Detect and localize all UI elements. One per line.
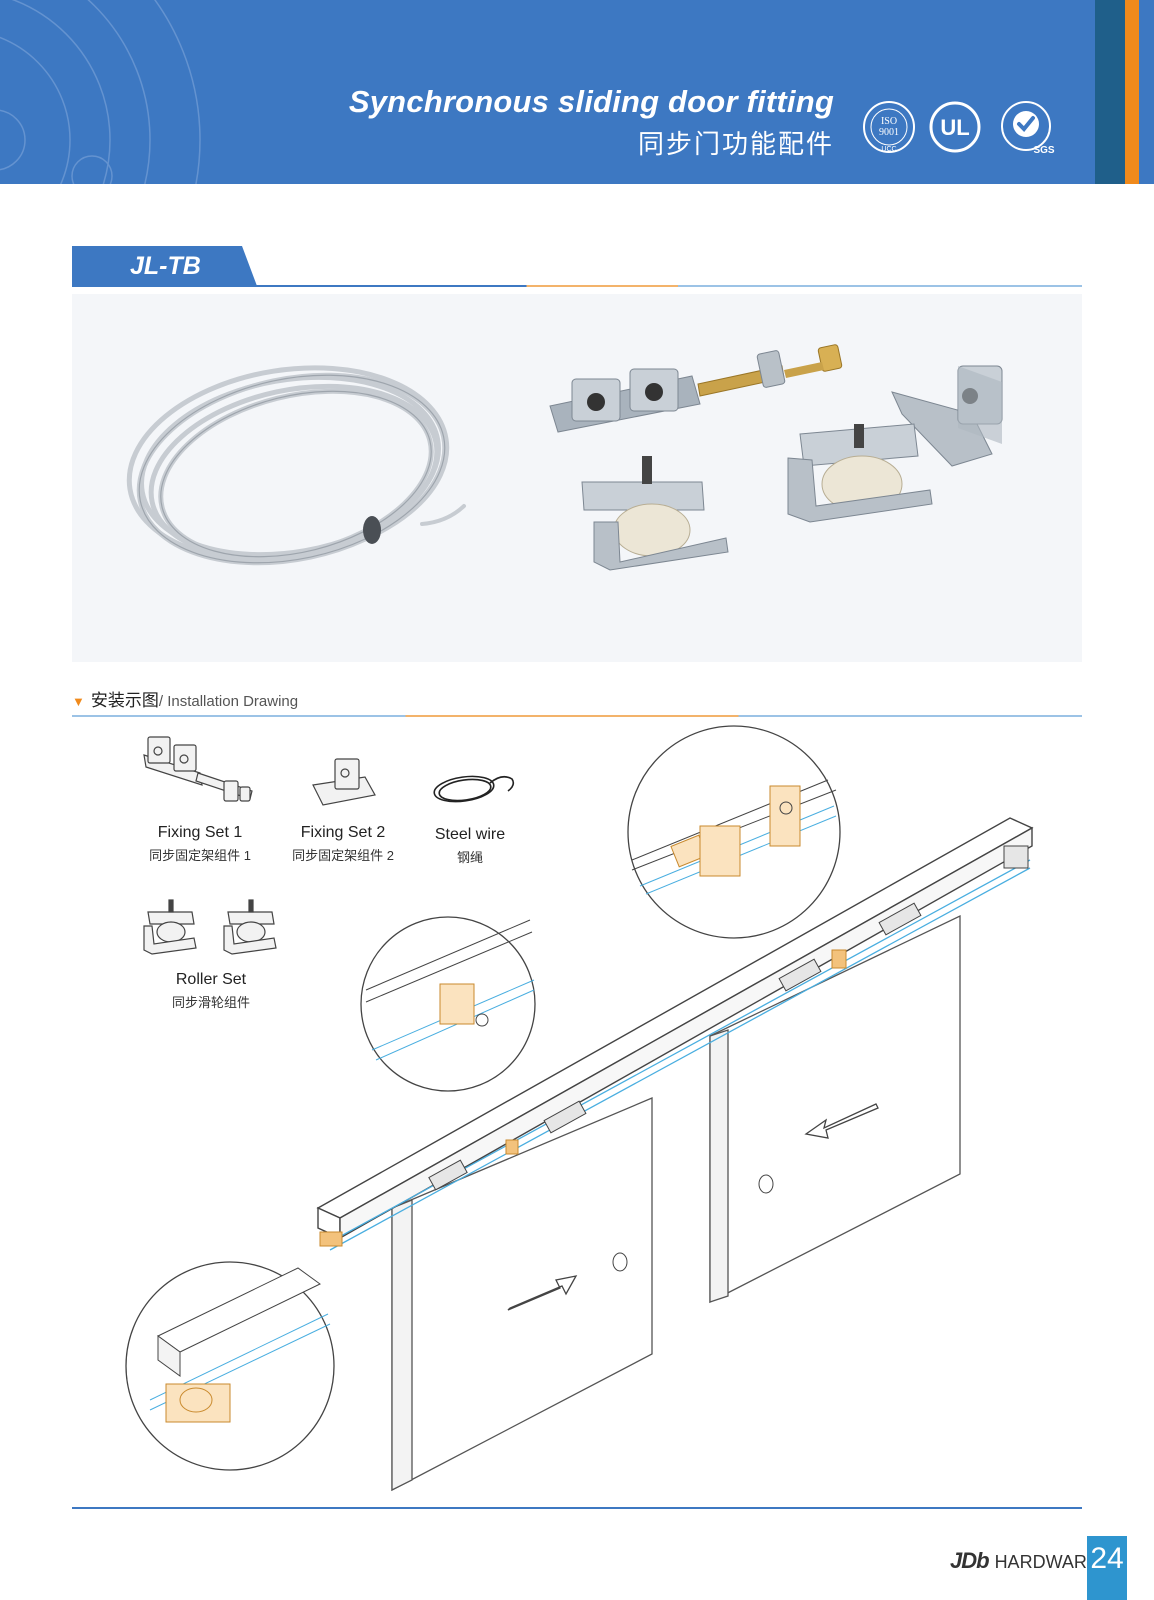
- roller-set-photo-2: [787, 423, 933, 523]
- door-handle-right: [758, 1174, 774, 1194]
- fixing-set-1-photo: [549, 344, 843, 433]
- model-tab: JL-TB: [72, 246, 257, 286]
- brand-text: HARDWARE: [994, 1552, 1099, 1572]
- product-photo-illustration: [126, 344, 1003, 571]
- ucc-text: UCC: [881, 146, 896, 153]
- model-code: JL-TB: [130, 252, 201, 280]
- header-band: Synchronous sliding door fitting 同步门功能配件…: [0, 0, 1154, 184]
- end-bracket-orange: [319, 1231, 343, 1247]
- roller-set-photo-1: [581, 456, 729, 571]
- ul-mark-icon: UL: [929, 101, 981, 153]
- steel-wire-coil-photo: [126, 365, 466, 566]
- installation-heading: ▼ 安装示图/ Installation Drawing: [72, 686, 298, 711]
- installation-heading-en: / Installation Drawing: [158, 693, 299, 710]
- fixing-set-2-icon: [312, 758, 376, 806]
- component-fixing-set-1: Fixing Set 1 同步固定架组件 1: [140, 733, 260, 864]
- steel-wire-name: Steel wire: [434, 826, 506, 843]
- triangle-bullet-icon: ▼: [72, 694, 85, 709]
- sgs-text: SGS: [1033, 145, 1054, 156]
- brand-logo: JDb: [950, 1548, 990, 1573]
- roller-set-name-cn: 同步滑轮组件: [171, 995, 250, 1010]
- sgs-iso-9001-icon: SGS: [1001, 101, 1055, 156]
- page-title: Synchronous sliding door fitting: [348, 84, 834, 119]
- installation-drawing: [125, 725, 1034, 1492]
- detail-circle-middle: [360, 916, 536, 1092]
- page-subtitle: 同步门功能配件: [637, 129, 834, 159]
- arrow-left-icon: [804, 1103, 879, 1139]
- end-bracket-right: [1003, 845, 1029, 869]
- detail-circle-top: [627, 725, 841, 939]
- iso-text: ISO: [881, 116, 897, 127]
- door-right: [709, 914, 961, 1304]
- component-roller-set: Roller Set 同步滑轮组件: [138, 896, 284, 1011]
- fixing-set-2-photo: [891, 365, 1003, 467]
- installation-heading-cn: 安装示图: [90, 691, 159, 710]
- fixing-set-1-name-cn: 同步固定架组件 1: [149, 848, 251, 863]
- ul-text: UL: [940, 115, 969, 140]
- steel-wire-icon: [433, 775, 515, 803]
- door-handle-left: [612, 1252, 628, 1272]
- detail-circle-bottom: [125, 1261, 335, 1471]
- component-steel-wire: Steel wire 钢绳: [420, 733, 520, 866]
- header-stripe-orange: [1125, 0, 1139, 184]
- divider-top: [72, 285, 1082, 287]
- fixing-set-1-name: Fixing Set 1: [157, 824, 243, 841]
- page-number: 24: [1087, 1536, 1127, 1600]
- roller-set-name: Roller Set: [175, 971, 247, 988]
- track-rollers: [428, 902, 922, 1191]
- iso-number-text: 9001: [879, 127, 899, 138]
- divider-mid: [72, 715, 1082, 717]
- product-photo: [72, 294, 1082, 662]
- divider-bottom: [72, 1507, 1082, 1509]
- door-left: [391, 1097, 653, 1492]
- fixing-set-2-name: Fixing Set 2: [300, 824, 386, 841]
- steel-wire-name-cn: 钢绳: [456, 850, 483, 865]
- decorative-circles-icon: [0, 0, 201, 184]
- component-fixing-set-2: Fixing Set 2 同步固定架组件 2: [283, 733, 403, 864]
- roller-set-icon: [143, 899, 277, 955]
- fixing-set-2-name-cn: 同步固定架组件 2: [292, 848, 394, 863]
- arrow-right-icon: [507, 1275, 578, 1311]
- fixing-set-1-icon: [143, 736, 253, 802]
- fixing-bracket-orange: [505, 1139, 519, 1155]
- header-stripe-dark: [1095, 0, 1125, 184]
- iso-9001-seal-icon: ISO 9001 UCC: [863, 101, 915, 153]
- fixing-bracket-orange-2: [831, 949, 847, 969]
